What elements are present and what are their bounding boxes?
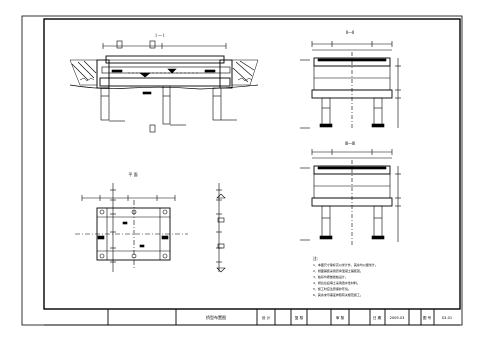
date-value: 2009.03 [390,316,405,320]
elevation-section-label: I — I [156,33,165,38]
check-label: 审 核 [336,315,345,320]
title-block [44,308,460,326]
elevation-view [69,40,259,133]
section-bottom-view [300,149,401,245]
note-line: 4、桥台台后填土采用透水性材料。 [313,280,360,285]
note-line: 5、施工时应注意保护环境。 [313,286,351,291]
plan-label: 平 面 [128,172,137,177]
drawing-title: 桥型布置图 [206,314,226,320]
section-top-label: Ⅱ—Ⅱ [346,30,354,35]
plan-view [75,183,226,273]
note-line: 1、本图尺寸除标高以米计外，其余均以厘米计。 [313,262,378,267]
note-line: 3、桩基均按嵌岩桩设计。 [313,274,348,279]
sheet-number: S3-01 [442,316,452,320]
review-label: 复 核 [295,315,304,320]
section-bottom-label: Ⅲ—Ⅲ [345,141,355,146]
date-label: 日 期 [373,315,382,320]
notes-heading: 注： [313,256,321,261]
design-label: 设 计 [262,315,271,320]
sheet-label: 图 号 [423,315,432,320]
note-line: 2、桥面铺装采用沥青混凝土铺装层。 [313,268,363,273]
note-line: 6、其余未尽事宜参照有关规范施工。 [313,292,363,297]
section-top-view [300,41,401,130]
